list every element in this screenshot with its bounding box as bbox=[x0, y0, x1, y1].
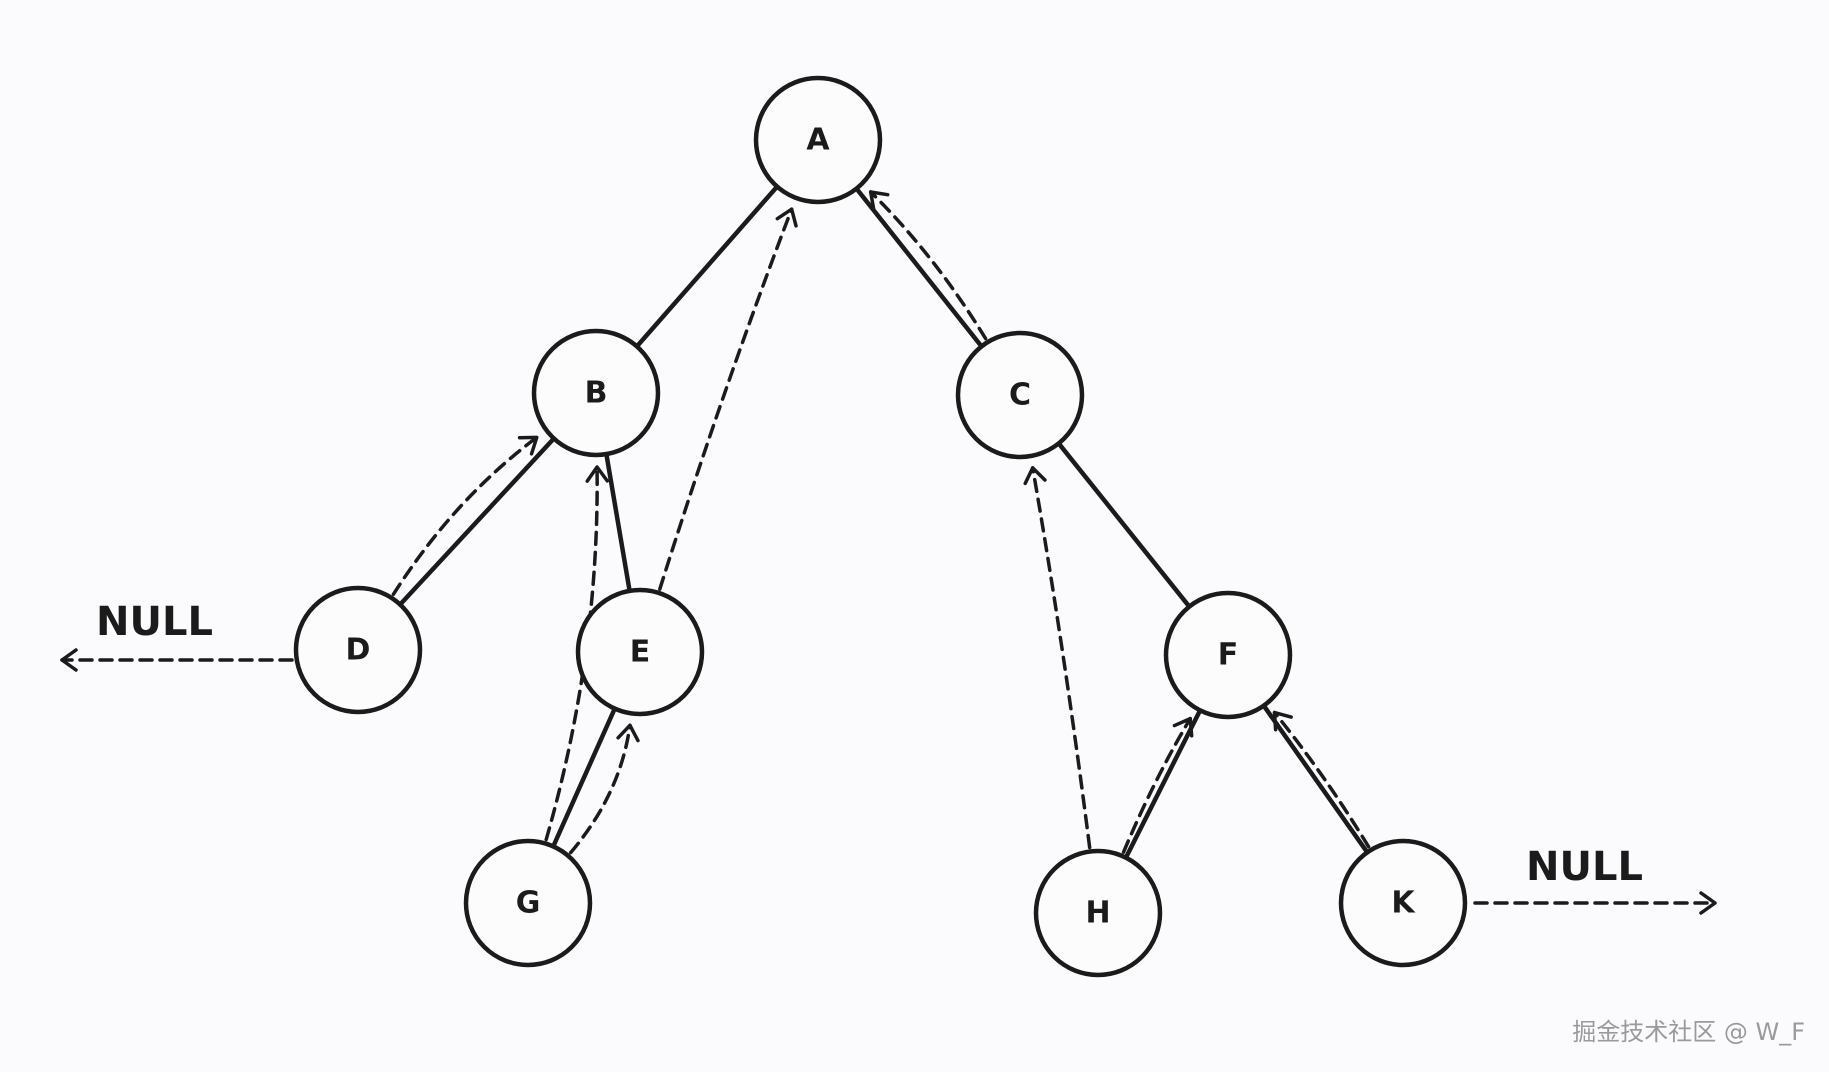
thread-link-d-b bbox=[391, 435, 539, 597]
node-d-circle bbox=[293, 585, 423, 715]
node-h-label: H bbox=[1085, 896, 1110, 931]
node-e-circle bbox=[575, 587, 705, 717]
thread-link-g-e-line bbox=[568, 723, 632, 855]
thread-link-h-c bbox=[1023, 466, 1092, 850]
node-a: A bbox=[753, 75, 883, 205]
node-d: D bbox=[293, 585, 423, 715]
node-k-circle bbox=[1338, 838, 1468, 968]
thread-link-g-e-arrowhead bbox=[616, 723, 640, 743]
thread-link-h-c-arrowhead bbox=[1023, 466, 1047, 486]
tree-nodes: A B C D E F G H K bbox=[293, 75, 1468, 978]
null-link-d-label: NULL bbox=[96, 599, 213, 645]
node-e-label: E bbox=[630, 635, 651, 670]
null-link-d-arrowhead bbox=[60, 648, 78, 672]
thread-link-g-b-arrowhead bbox=[585, 465, 609, 483]
null-link-k: NULL bbox=[1473, 844, 1717, 915]
node-f: F bbox=[1163, 590, 1293, 720]
node-a-circle bbox=[753, 75, 883, 205]
node-k: K bbox=[1338, 838, 1468, 968]
thread-link-c-a-line bbox=[868, 190, 988, 341]
node-b: B bbox=[531, 328, 661, 458]
tree-edge-b-e bbox=[604, 451, 632, 594]
node-b-label: B bbox=[585, 376, 608, 411]
node-h-circle bbox=[1033, 848, 1163, 978]
thread-link-d-b-line bbox=[391, 435, 539, 597]
null-link-k-label: NULL bbox=[1526, 844, 1643, 890]
node-b-circle bbox=[531, 328, 661, 458]
thread-link-k-f bbox=[1272, 710, 1371, 849]
node-f-label: F bbox=[1218, 638, 1239, 673]
tree-edge-c-f bbox=[1056, 441, 1192, 609]
node-c-label: C bbox=[1009, 378, 1031, 413]
null-links: NULL NULL bbox=[60, 599, 1717, 915]
tree-edge-b-d bbox=[397, 436, 557, 607]
node-f-circle bbox=[1163, 590, 1293, 720]
thread-link-h-f bbox=[1121, 716, 1194, 854]
node-g-circle bbox=[463, 838, 593, 968]
tree-edge-f-h bbox=[1123, 708, 1203, 860]
thread-link-k-f-line bbox=[1272, 710, 1371, 849]
thread-link-d-b-arrowhead bbox=[517, 435, 539, 456]
tree-edge-a-c bbox=[854, 186, 984, 349]
thread-link-h-f-arrowhead bbox=[1172, 716, 1194, 738]
tree-edge-e-g bbox=[551, 706, 617, 849]
node-g-label: G bbox=[516, 886, 541, 921]
thread-link-e-a bbox=[658, 207, 798, 591]
tree-edge-a-b bbox=[634, 184, 780, 349]
thread-links bbox=[391, 190, 1371, 855]
tree-edges bbox=[397, 184, 1370, 860]
thread-link-k-f-arrowhead bbox=[1272, 710, 1293, 732]
watermark-text: 掘金技术社区 @ W_F bbox=[1572, 1018, 1805, 1046]
tree-edge-f-k bbox=[1261, 703, 1370, 855]
node-h: H bbox=[1033, 848, 1163, 978]
thread-link-e-a-arrowhead bbox=[775, 207, 798, 228]
null-link-k-arrowhead bbox=[1699, 891, 1717, 915]
thread-link-h-c-line bbox=[1030, 466, 1092, 850]
thread-link-e-a-line bbox=[658, 207, 794, 591]
thread-link-c-a-arrowhead bbox=[868, 190, 890, 211]
node-a-label: A bbox=[806, 123, 830, 158]
null-link-d: NULL bbox=[60, 599, 294, 672]
node-c-circle bbox=[955, 330, 1085, 460]
thread-link-c-a bbox=[868, 190, 988, 341]
node-g: G bbox=[463, 838, 593, 968]
node-k-label: K bbox=[1391, 886, 1416, 921]
thread-link-h-f-line bbox=[1121, 716, 1192, 854]
node-c: C bbox=[955, 330, 1085, 460]
thread-link-g-e bbox=[568, 723, 640, 855]
node-d-label: D bbox=[346, 633, 371, 668]
node-e: E bbox=[575, 587, 705, 717]
